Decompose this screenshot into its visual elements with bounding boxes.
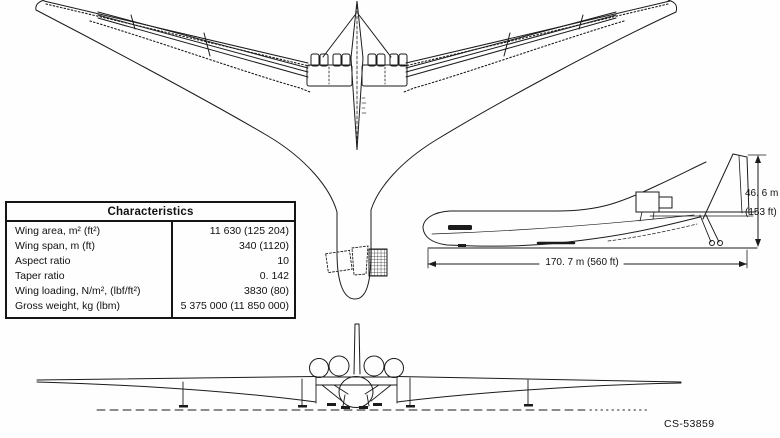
grid-hatch-panel	[368, 248, 388, 277]
figure-code: CS-53859	[664, 418, 715, 430]
front-view-drawing	[36, 323, 682, 411]
fuselage-upper-outline	[422, 161, 707, 229]
height-dimension-imperial: (153 ft)	[745, 207, 777, 218]
characteristics-table: Characteristics Wing area, m² (ft²) 11 6…	[5, 201, 296, 319]
table-row: Wing span, m (ft) 340 (1120)	[7, 239, 294, 254]
row-label: Wing loading, N/m², (lbf/ft²)	[15, 285, 141, 297]
front-fin-lines	[353, 323, 361, 375]
plan-view-drawing	[35, 0, 678, 300]
length-dimension-line	[427, 248, 748, 269]
front-engine-circles	[309, 355, 404, 378]
row-label: Aspect ratio	[15, 255, 71, 267]
table-row: Aspect ratio 10	[7, 254, 294, 269]
engine-pod	[635, 191, 673, 222]
row-value: 340 (1120)	[238, 240, 289, 252]
wing-chord-line	[431, 214, 695, 235]
front-wing-outline	[36, 376, 682, 403]
left-wingtip	[35, 0, 45, 11]
cockpit-window-strip	[448, 225, 472, 230]
row-label: Taper ratio	[15, 270, 65, 282]
row-value: 3830 (80)	[244, 285, 289, 297]
right-elevon-band	[403, 0, 671, 93]
height-dimension-metric: 46. 6 m	[745, 188, 779, 199]
table-title: Characteristics	[7, 203, 294, 222]
aft-pod-details	[325, 245, 388, 277]
table-row: Wing loading, N/m², (lbf/ft²) 3830 (80)	[7, 284, 294, 299]
landing-gear-side	[458, 214, 723, 247]
table-row: Wing area, m² (ft²) 11 630 (125 204)	[7, 224, 294, 239]
landing-gear-front	[179, 377, 533, 409]
height-dimension-label: 46. 6 m (153 ft)	[745, 184, 778, 222]
table-row: Taper ratio 0. 142	[7, 269, 294, 284]
row-label: Gross weight, kg (lbm)	[15, 300, 121, 312]
vertical-fin	[702, 153, 750, 220]
row-value: 0. 142	[259, 270, 289, 282]
row-label: Wing area, m² (ft²)	[15, 225, 101, 237]
side-view-drawing	[422, 153, 767, 269]
row-value: 5 375 000 (11 850 000)	[180, 300, 289, 312]
table-row: Gross weight, kg (lbm) 5 375 000 (11 850…	[7, 299, 294, 314]
center-section	[315, 376, 398, 408]
wing-leading-edge-outline	[35, 9, 677, 300]
height-dimension-line	[747, 154, 767, 247]
tail-band	[644, 211, 757, 217]
aft-underside-dashed	[607, 223, 698, 242]
table-body: Wing area, m² (ft²) 11 630 (125 204) Win…	[7, 222, 294, 317]
front-fuselage	[338, 376, 374, 408]
row-value: 10	[277, 255, 289, 267]
right-wingtip	[667, 0, 678, 13]
engine-nacelles-left	[306, 53, 353, 87]
center-body	[322, 0, 392, 151]
length-dimension-label: 170. 7 m (560 ft)	[545, 257, 619, 268]
left-elevon-band	[43, 0, 311, 93]
row-value: 11 630 (125 204)	[209, 225, 289, 237]
row-label: Wing span, m (ft)	[15, 240, 95, 252]
engine-nacelles-right	[361, 53, 408, 87]
